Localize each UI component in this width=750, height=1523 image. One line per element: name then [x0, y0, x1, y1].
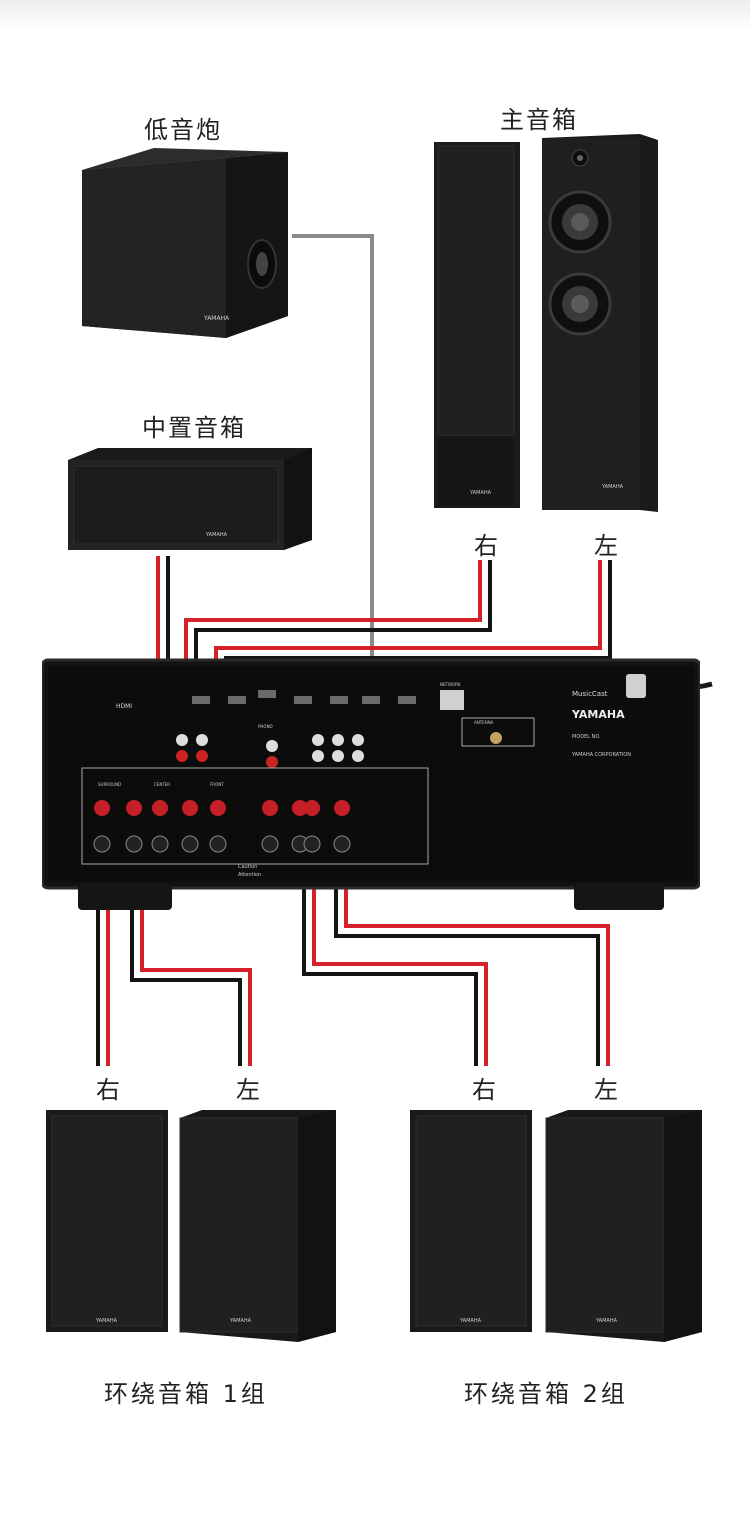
surround1-left-label: 左 [236, 1076, 262, 1104]
receiver-corporation: YAMAHA CORPORATION [571, 752, 631, 758]
receiver-musiccast: MusicCast [572, 690, 608, 698]
receiver-surround: SURROUND [98, 782, 121, 787]
main-left-label: 左 [594, 532, 620, 560]
receiver-antenna: ANTENNA [474, 720, 494, 725]
surround-group-1-label: 环绕音箱 1组 [104, 1380, 268, 1408]
av-receiver: HDMI YAMAHA MusicCast MODEL NO. YAMAHA C… [42, 658, 700, 910]
svg-text:YAMAHA: YAMAHA [229, 1318, 252, 1324]
svg-text:YAMAHA: YAMAHA [205, 532, 228, 538]
surround2-speaker-right: YAMAHA [410, 1110, 532, 1332]
receiver-hdmi-text: HDMI [116, 703, 132, 710]
surround1-speaker-right: YAMAHA [46, 1110, 168, 1332]
surround-group-2-label: 环绕音箱 2组 [464, 1380, 628, 1408]
subwoofer: YAMAHA [82, 148, 288, 338]
receiver-center: CENTER [154, 782, 170, 787]
receiver-network: NETWORK [440, 682, 461, 687]
subwoofer-label: 低音炮 [144, 116, 222, 144]
surround1-speaker-left: YAMAHA [179, 1110, 336, 1342]
main-speaker-right: YAMAHA [434, 142, 520, 508]
main-speaker-left: YAMAHA [542, 134, 658, 512]
subwoofer-cable [292, 232, 376, 736]
svg-text:YAMAHA: YAMAHA [459, 1318, 482, 1324]
svg-text:YAMAHA: YAMAHA [95, 1318, 118, 1324]
surround1-right-label: 右 [96, 1076, 122, 1104]
surround2-speaker-left: YAMAHA [545, 1110, 702, 1342]
receiver-caution: Caution [238, 864, 257, 870]
center-speaker-label: 中置音箱 [142, 414, 246, 442]
receiver-brand: YAMAHA [571, 708, 625, 721]
svg-text:YAMAHA: YAMAHA [469, 490, 492, 496]
svg-text:YAMAHA: YAMAHA [601, 484, 624, 490]
main-speakers-label: 主音箱 [500, 106, 578, 134]
svg-text:YAMAHA: YAMAHA [595, 1318, 618, 1324]
top-fade [0, 0, 750, 30]
receiver-model-label: MODEL NO. [572, 734, 601, 740]
surround2-left-label: 左 [594, 1076, 620, 1104]
center-speaker: YAMAHA [68, 448, 312, 550]
receiver-front: FRONT [210, 782, 224, 787]
subwoofer-logo: YAMAHA [203, 315, 230, 322]
surround2-right-label: 右 [472, 1076, 498, 1104]
receiver-phono: PHONO [258, 724, 273, 729]
receiver-attention: Attention [238, 872, 261, 878]
main-right-label: 右 [474, 532, 500, 560]
